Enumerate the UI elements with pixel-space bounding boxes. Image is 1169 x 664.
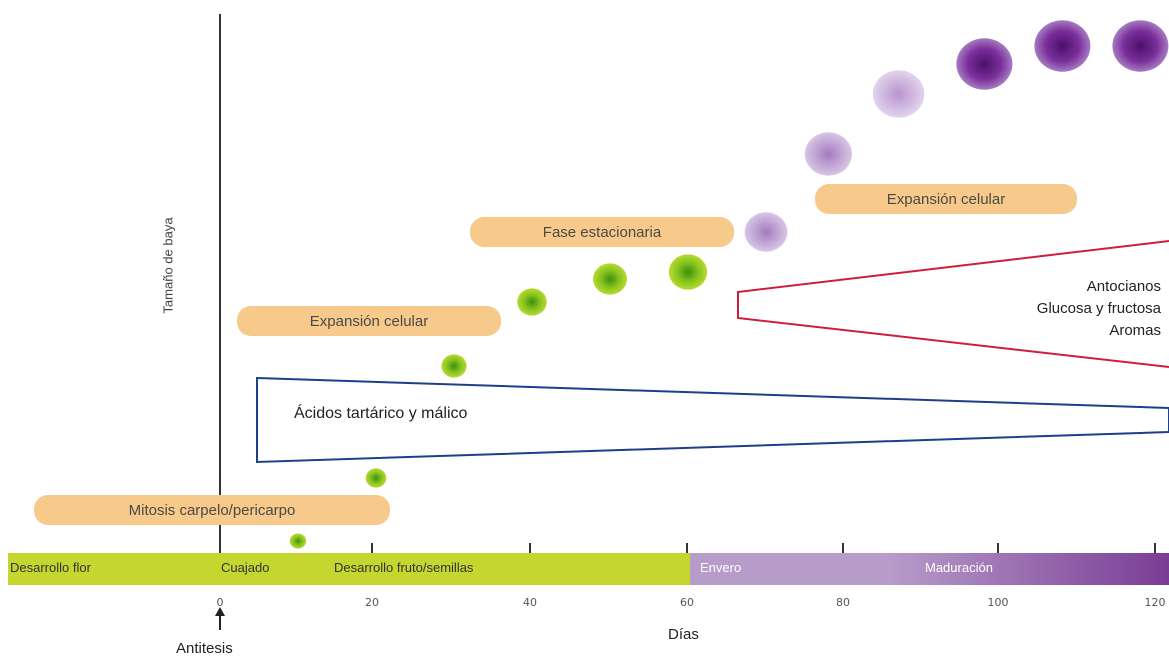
berry-day-60 — [668, 254, 708, 290]
stage-cuajado: Cuajado — [221, 560, 270, 575]
pill-mitosis: Mitosis carpelo/pericarpo — [34, 495, 390, 525]
tick-label-120: 120 — [1144, 596, 1166, 609]
accumulation-labels: Antocianos Glucosa y fructosa Aromas — [1037, 276, 1161, 342]
tick-label-80: 80 — [836, 596, 850, 609]
accumulation-line-2: Glucosa y fructosa — [1036, 300, 1161, 317]
antitesis-label: Antitesis — [176, 640, 233, 657]
x-axis-label: Días — [668, 626, 699, 643]
acids-label: Ácidos tartárico y málico — [294, 405, 468, 422]
tick-label-0: 0 — [216, 596, 224, 609]
stage-desarrollo-fruto: Desarrollo fruto/semillas — [334, 560, 474, 575]
pill-fase-estacionaria: Fase estacionaria — [470, 217, 734, 247]
berry-day-10 — [289, 533, 307, 549]
stage-maduracion: Maduración — [925, 560, 993, 575]
tick-label-60: 60 — [680, 596, 694, 609]
berry-day-70 — [744, 212, 788, 252]
accumulation-line-1: Antocianos — [1086, 278, 1161, 295]
stage-bar-maduracion — [890, 553, 1169, 585]
berry-day-20 — [365, 468, 387, 488]
stage-envero: Envero — [700, 560, 742, 575]
berry-day-118 — [1112, 20, 1169, 72]
berry-day-40 — [517, 288, 547, 316]
berry-day-108 — [1034, 20, 1091, 72]
berry-day-30 — [441, 354, 467, 378]
x-axis-ticks — [371, 543, 1156, 553]
tick-label-20: 20 — [365, 596, 379, 609]
antitesis-arrowhead — [215, 607, 225, 616]
stage-desarrollo-flor: Desarrollo flor — [10, 560, 91, 575]
pill-expansion-1: Expansión celular — [237, 306, 501, 336]
stage-bar-envero — [690, 553, 890, 585]
stage-bar-green — [8, 553, 690, 585]
sugars-wedge — [737, 240, 1169, 368]
accumulation-line-3: Aromas — [1109, 322, 1161, 339]
berry-day-98 — [956, 38, 1013, 90]
tick-label-100: 100 — [987, 596, 1009, 609]
tick-label-40: 40 — [523, 596, 537, 609]
berries-group — [289, 20, 1169, 549]
pill-expansion-2: Expansión celular — [815, 184, 1077, 214]
y-axis-label: Tamaño de baya — [160, 217, 176, 314]
acids-wedge — [256, 376, 1169, 464]
berry-day-50 — [593, 263, 627, 295]
berry-day-87 — [872, 70, 925, 118]
berry-day-78 — [804, 132, 853, 176]
